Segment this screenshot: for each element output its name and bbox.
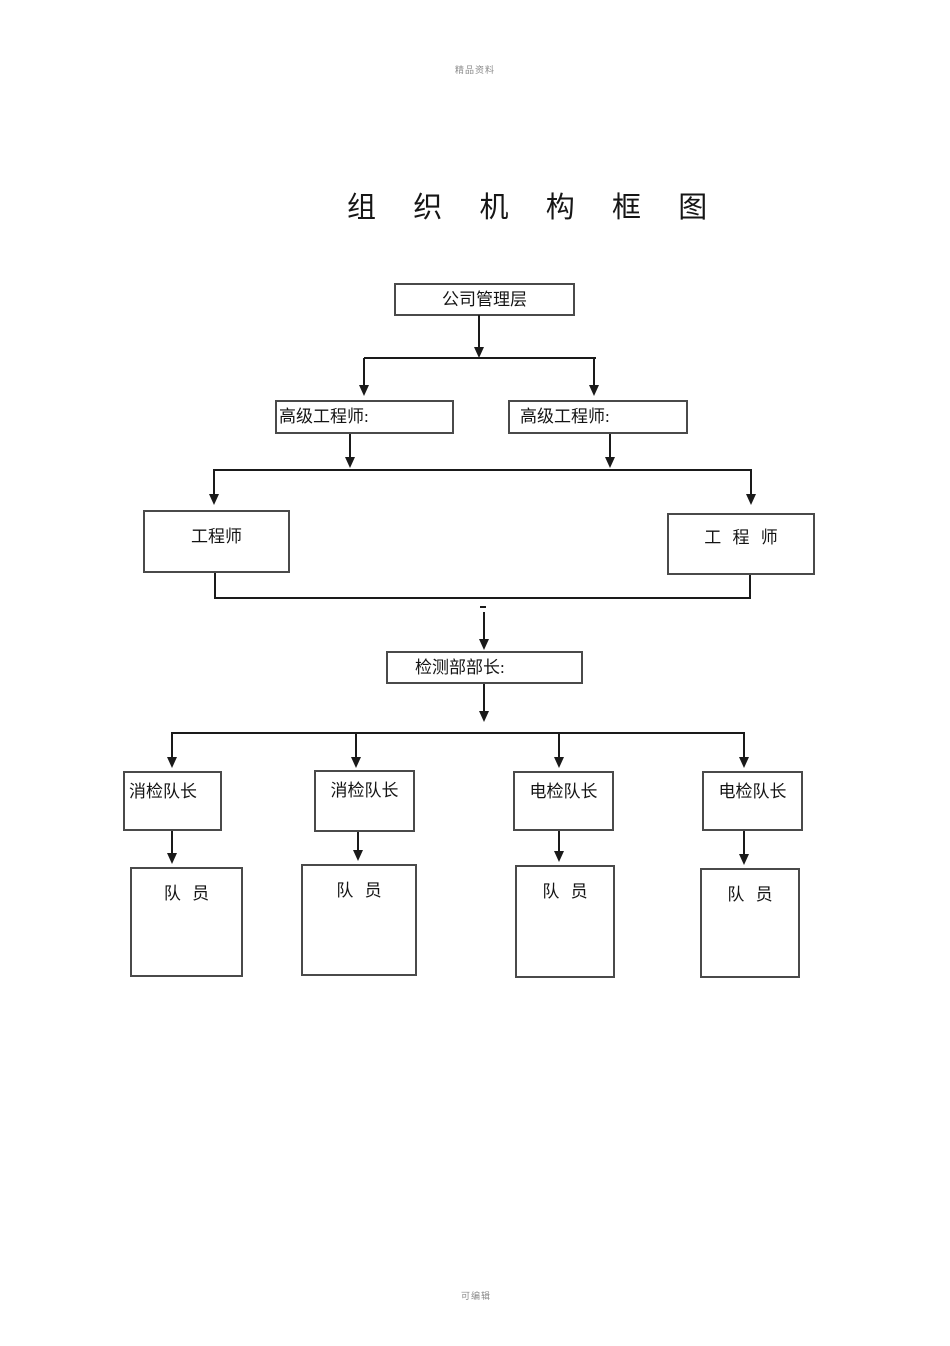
connector-line [213,471,215,495]
connector-line [355,734,357,758]
arrow-down-icon [746,494,756,505]
node-team-member-3: 队 员 [515,865,615,978]
connector-line [483,612,485,640]
connector-line [349,434,351,458]
arrow-down-icon [554,757,564,768]
connector-line [558,831,560,852]
arrow-down-icon [554,851,564,862]
arrow-down-icon [479,639,489,650]
arrow-down-icon [359,385,369,396]
arrow-down-icon [353,850,363,861]
arrow-down-icon [351,757,361,768]
connector-line [743,831,745,854]
connector-line [357,832,359,851]
connector-line [171,732,745,734]
arrow-down-icon [605,457,615,468]
arrow-down-icon [167,853,177,864]
node-fire-team-leader-2: 消检队长 [314,770,415,832]
arrow-down-icon [345,457,355,468]
node-engineer-right: 工 程 师 [667,513,815,575]
node-team-member-1: 队 员 [130,867,243,977]
node-team-member-4: 队 员 [700,868,800,978]
connector-line [213,469,752,471]
connector-line [749,575,751,599]
connector-line [478,315,480,348]
arrow-down-icon [209,494,219,505]
node-senior-engineer-left: 高级工程师: [275,400,454,434]
node-electric-team-leader-1: 电检队长 [513,771,614,831]
arrow-down-icon [739,854,749,865]
connector-line [364,357,596,359]
arrow-down-icon [589,385,599,396]
arrow-down-icon [479,711,489,722]
node-senior-engineer-right: 高级工程师: [508,400,688,434]
node-company-management: 公司管理层 [394,283,575,316]
footer-note: 可编辑 [461,1291,492,1301]
tick-mark [480,606,486,608]
connector-line [214,597,751,599]
arrow-down-icon [739,757,749,768]
header-note: 精品资料 [455,65,496,75]
node-team-member-2: 队 员 [301,864,417,976]
arrow-down-icon [167,757,177,768]
node-engineer-left: 工程师 [143,510,290,573]
connector-line [558,734,560,758]
node-fire-team-leader-1: 消检队长 [123,771,222,831]
node-electric-team-leader-2: 电检队长 [702,771,803,831]
arrow-down-icon [474,347,484,358]
connector-line [214,573,216,599]
connector-line [171,831,173,854]
connector-line [750,471,752,495]
connector-line [609,434,611,458]
connector-line [743,734,745,758]
connector-line [171,734,173,758]
connector-line [363,358,365,386]
connector-line [593,358,595,386]
connector-line [483,684,485,711]
page-title: 组 织 机 构 框 图 [347,192,723,224]
node-inspection-dept-head: 检测部部长: [386,651,583,684]
